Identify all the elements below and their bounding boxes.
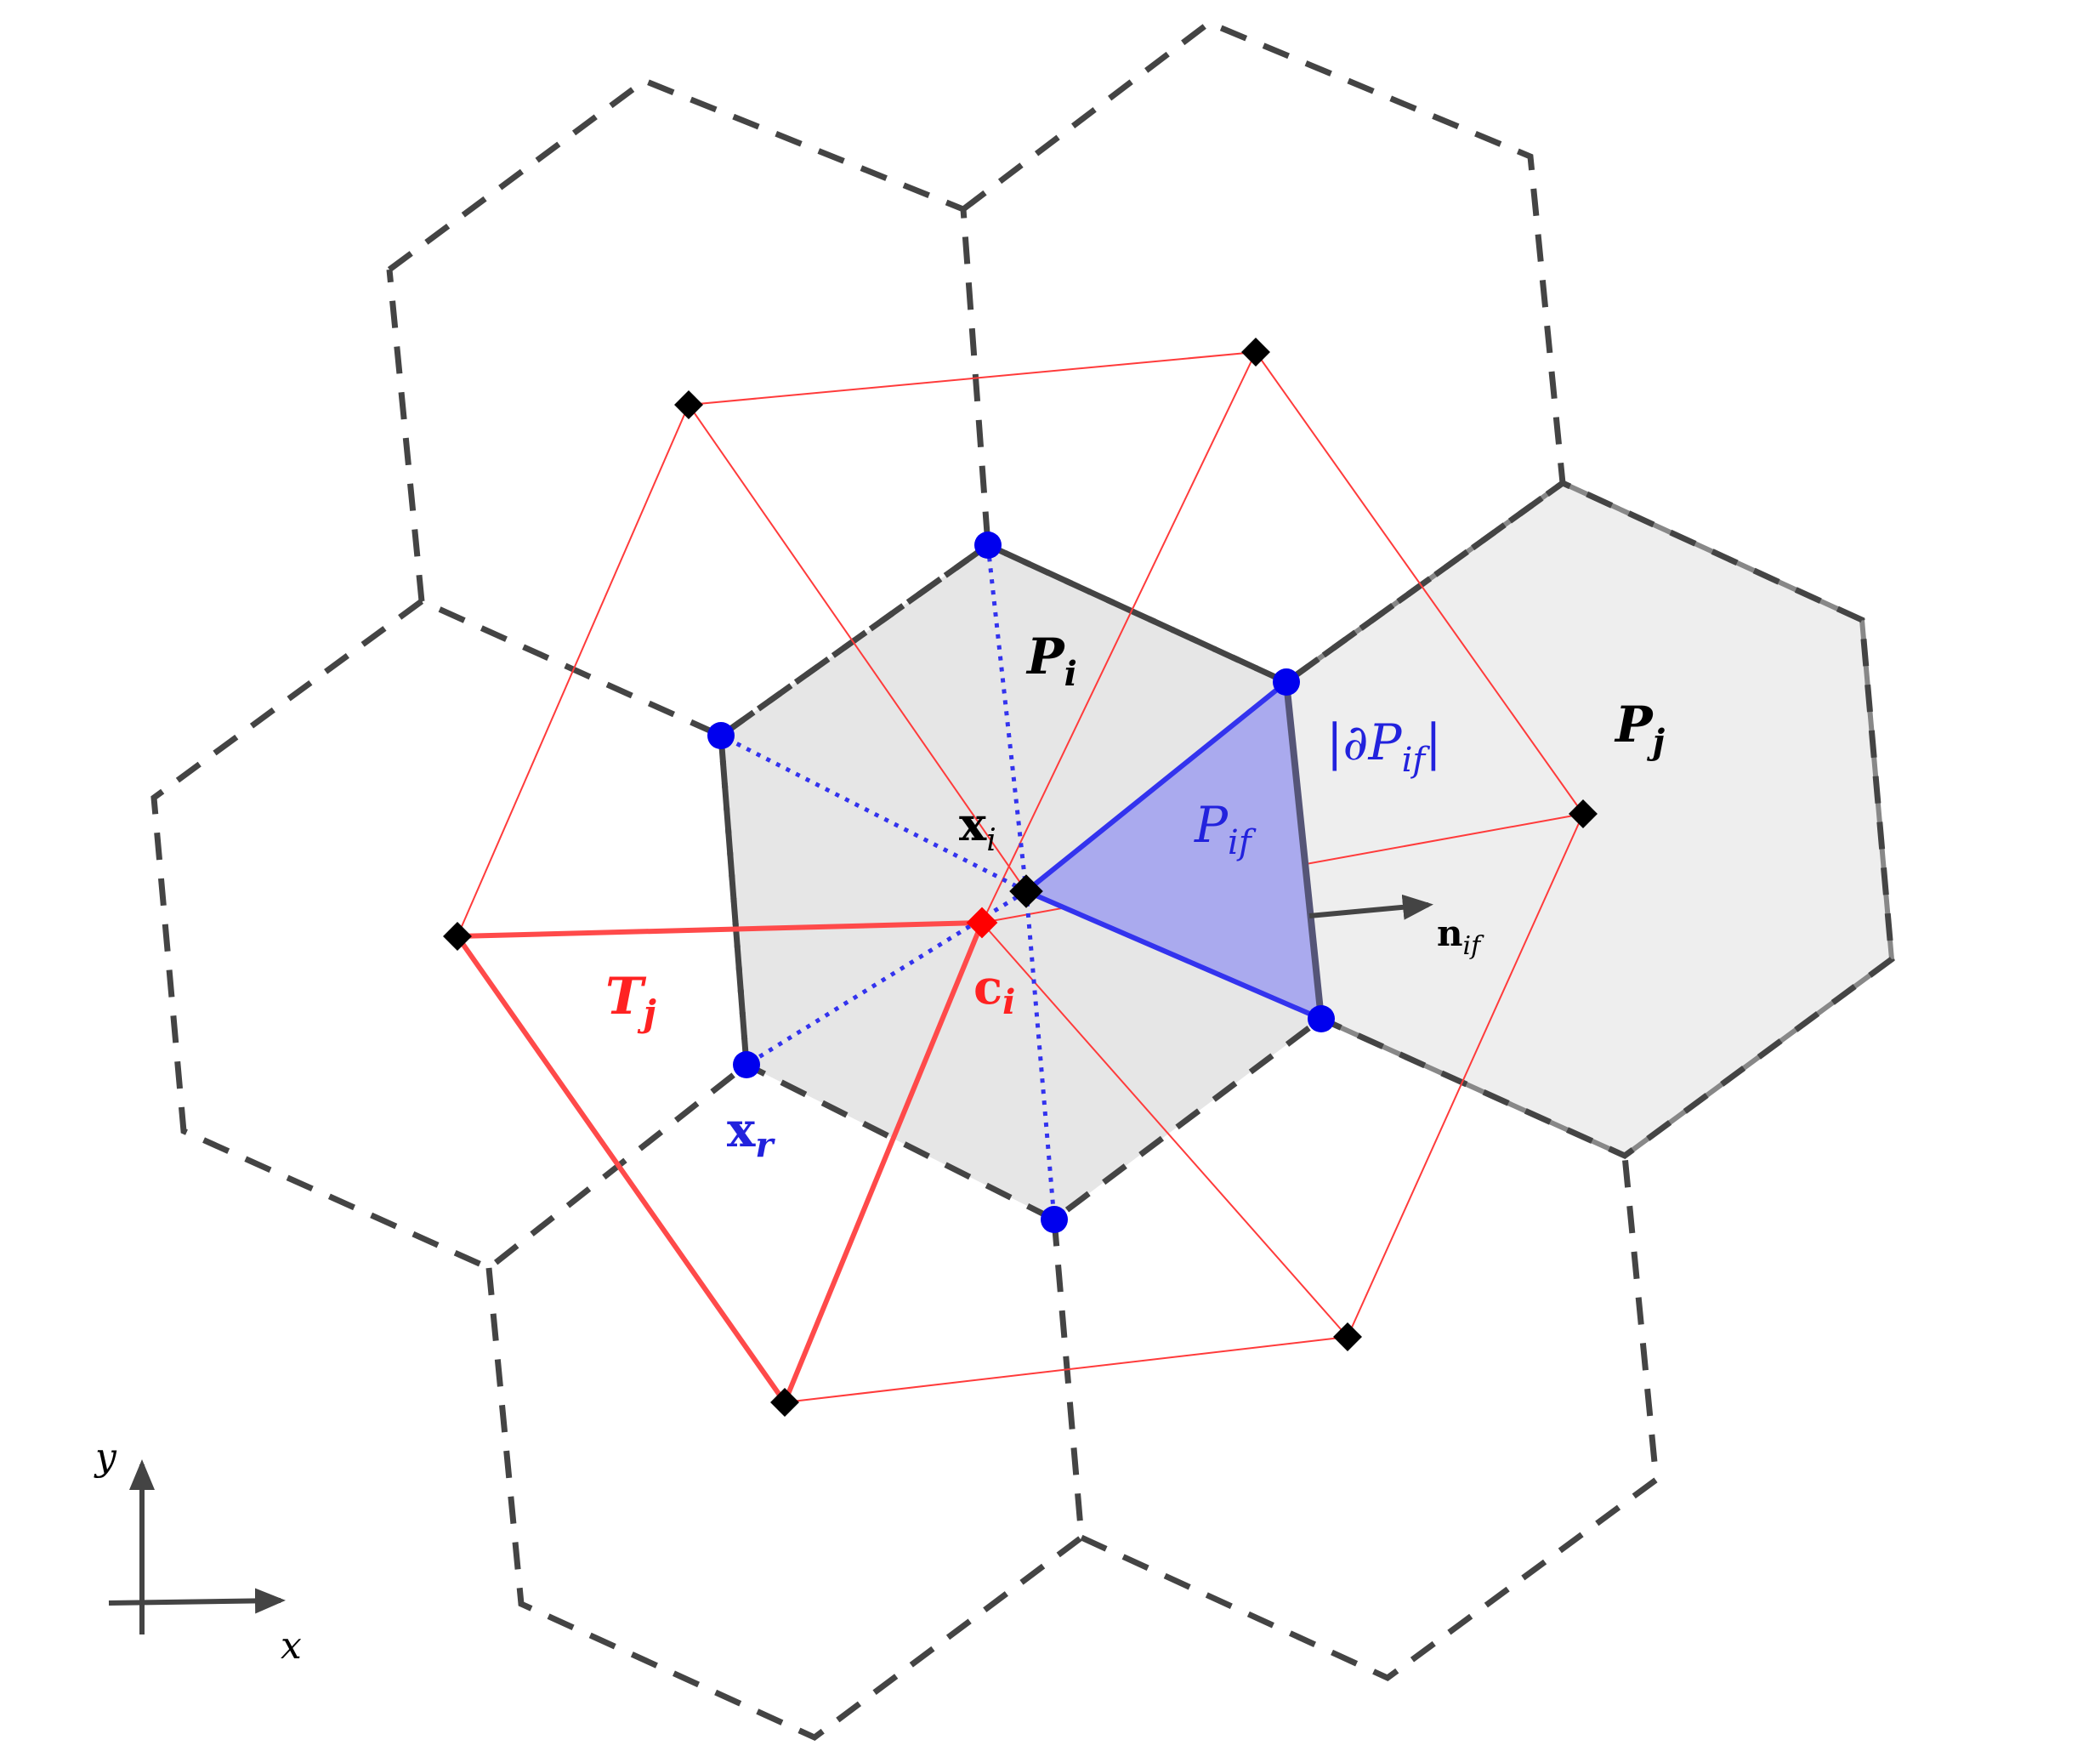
face-dPif (1283, 681, 1325, 1020)
label-Tj: Tj (605, 967, 656, 1034)
subcell-edge-top (1024, 679, 1288, 894)
label-Pi: Pi (1025, 628, 1077, 694)
dotted-spokes (719, 544, 1057, 1220)
normal-arrow-nif (1308, 894, 1433, 920)
label-xr: xr (727, 1102, 775, 1165)
circumcenter-ci-marker (966, 907, 998, 939)
subcell-Pif (1026, 682, 1321, 1019)
triangle-Tj (455, 920, 985, 1404)
label-Pj: Pj (1614, 696, 1666, 762)
axes (108, 1459, 286, 1634)
label-ci: ci (973, 959, 1015, 1022)
axis-label-x: x (281, 1624, 302, 1668)
centroid-markers (443, 338, 1598, 1417)
axis-label-y: y (94, 1435, 117, 1479)
label-xi: xi (959, 797, 996, 858)
vertex-points (707, 532, 1335, 1233)
subcell-edge-bottom (1024, 889, 1323, 1021)
label-dPif: |∂Pif| (1326, 713, 1442, 780)
